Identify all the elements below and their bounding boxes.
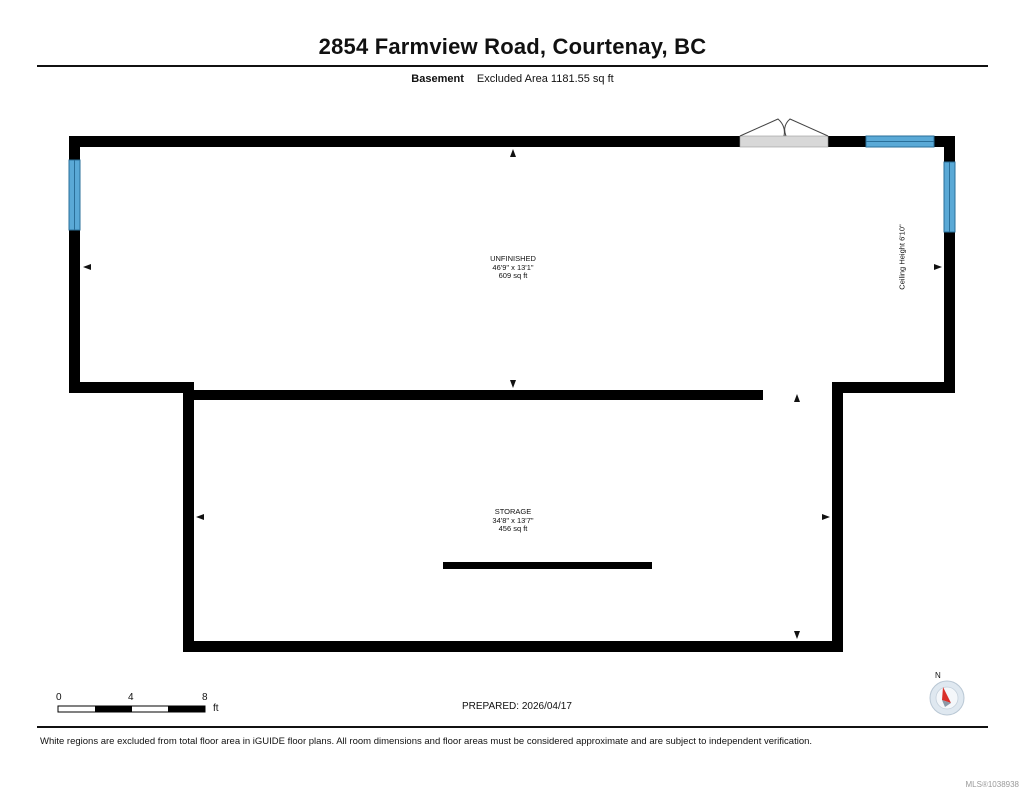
windows bbox=[68, 135, 956, 233]
wall-right-lower bbox=[832, 382, 843, 652]
wall-bottom bbox=[183, 641, 843, 652]
header-divider bbox=[37, 65, 988, 67]
door-leaf-right bbox=[784, 118, 829, 137]
disclaimer: White regions are excluded from total fl… bbox=[40, 736, 813, 747]
door-threshold bbox=[739, 135, 829, 148]
excluded-area: Excluded Area 1181.55 sq ft bbox=[476, 73, 614, 85]
prepared-date: PREPARED: 2026/04/17 bbox=[462, 701, 572, 712]
arrow-left-unfinished bbox=[83, 264, 91, 270]
walls bbox=[69, 136, 955, 652]
dimension-markers bbox=[83, 149, 942, 639]
interior-wall bbox=[443, 562, 652, 569]
arrow-right-storage bbox=[822, 514, 830, 520]
room-area: 609 sq ft bbox=[498, 271, 528, 280]
arrow-left-storage bbox=[196, 514, 204, 520]
level-subheading: Basement Excluded Area 1181.55 sq ft bbox=[0, 73, 1025, 85]
room-area: 456 sq ft bbox=[498, 524, 528, 533]
wall-left-upper bbox=[69, 136, 80, 393]
room-dimensions: 34'8" x 13'7" bbox=[492, 515, 534, 525]
mls-watermark: MLS®1038938 bbox=[965, 780, 1020, 789]
door-leaf-left bbox=[739, 118, 785, 137]
compass-needle bbox=[942, 687, 951, 703]
wall-right-upper bbox=[944, 136, 955, 393]
footer-divider bbox=[37, 726, 988, 728]
arrow-up-storage bbox=[794, 394, 800, 402]
ceiling-height-label: Ceiling Height 6'10" bbox=[897, 224, 907, 290]
compass-icon bbox=[929, 680, 965, 716]
page-title: 2854 Farmview Road, Courtenay, BC bbox=[318, 34, 707, 59]
wall-top-left bbox=[69, 136, 740, 147]
level-name: Basement bbox=[411, 73, 464, 85]
arrow-down-storage bbox=[794, 631, 800, 639]
scale-unit: ft bbox=[213, 703, 219, 714]
scale-label-4: 4 bbox=[128, 692, 134, 703]
wall-left-lower bbox=[183, 382, 194, 652]
wall-partition bbox=[183, 390, 763, 400]
scale-bar bbox=[57, 705, 206, 713]
compass-north-label: N bbox=[935, 671, 941, 680]
wall-step-left bbox=[69, 382, 194, 393]
arrow-up-unfinished bbox=[510, 149, 516, 157]
room-name: STORAGE bbox=[494, 507, 532, 516]
scale-label-0: 0 bbox=[56, 692, 62, 703]
room-dimensions: 46'9" x 13'1" bbox=[492, 262, 534, 272]
arrow-right-unfinished bbox=[934, 264, 942, 270]
room-name: UNFINISHED bbox=[490, 254, 536, 263]
room-label-storage: STORAGE 34'8" x 13'7" 456 sq ft bbox=[453, 507, 573, 534]
arrow-down-unfinished bbox=[510, 380, 516, 388]
room-label-unfinished: UNFINISHED 46'9" x 13'1" 609 sq ft bbox=[453, 254, 573, 281]
scale-label-8: 8 bbox=[202, 692, 208, 703]
wall-step-right bbox=[832, 382, 955, 393]
double-door bbox=[739, 118, 829, 148]
